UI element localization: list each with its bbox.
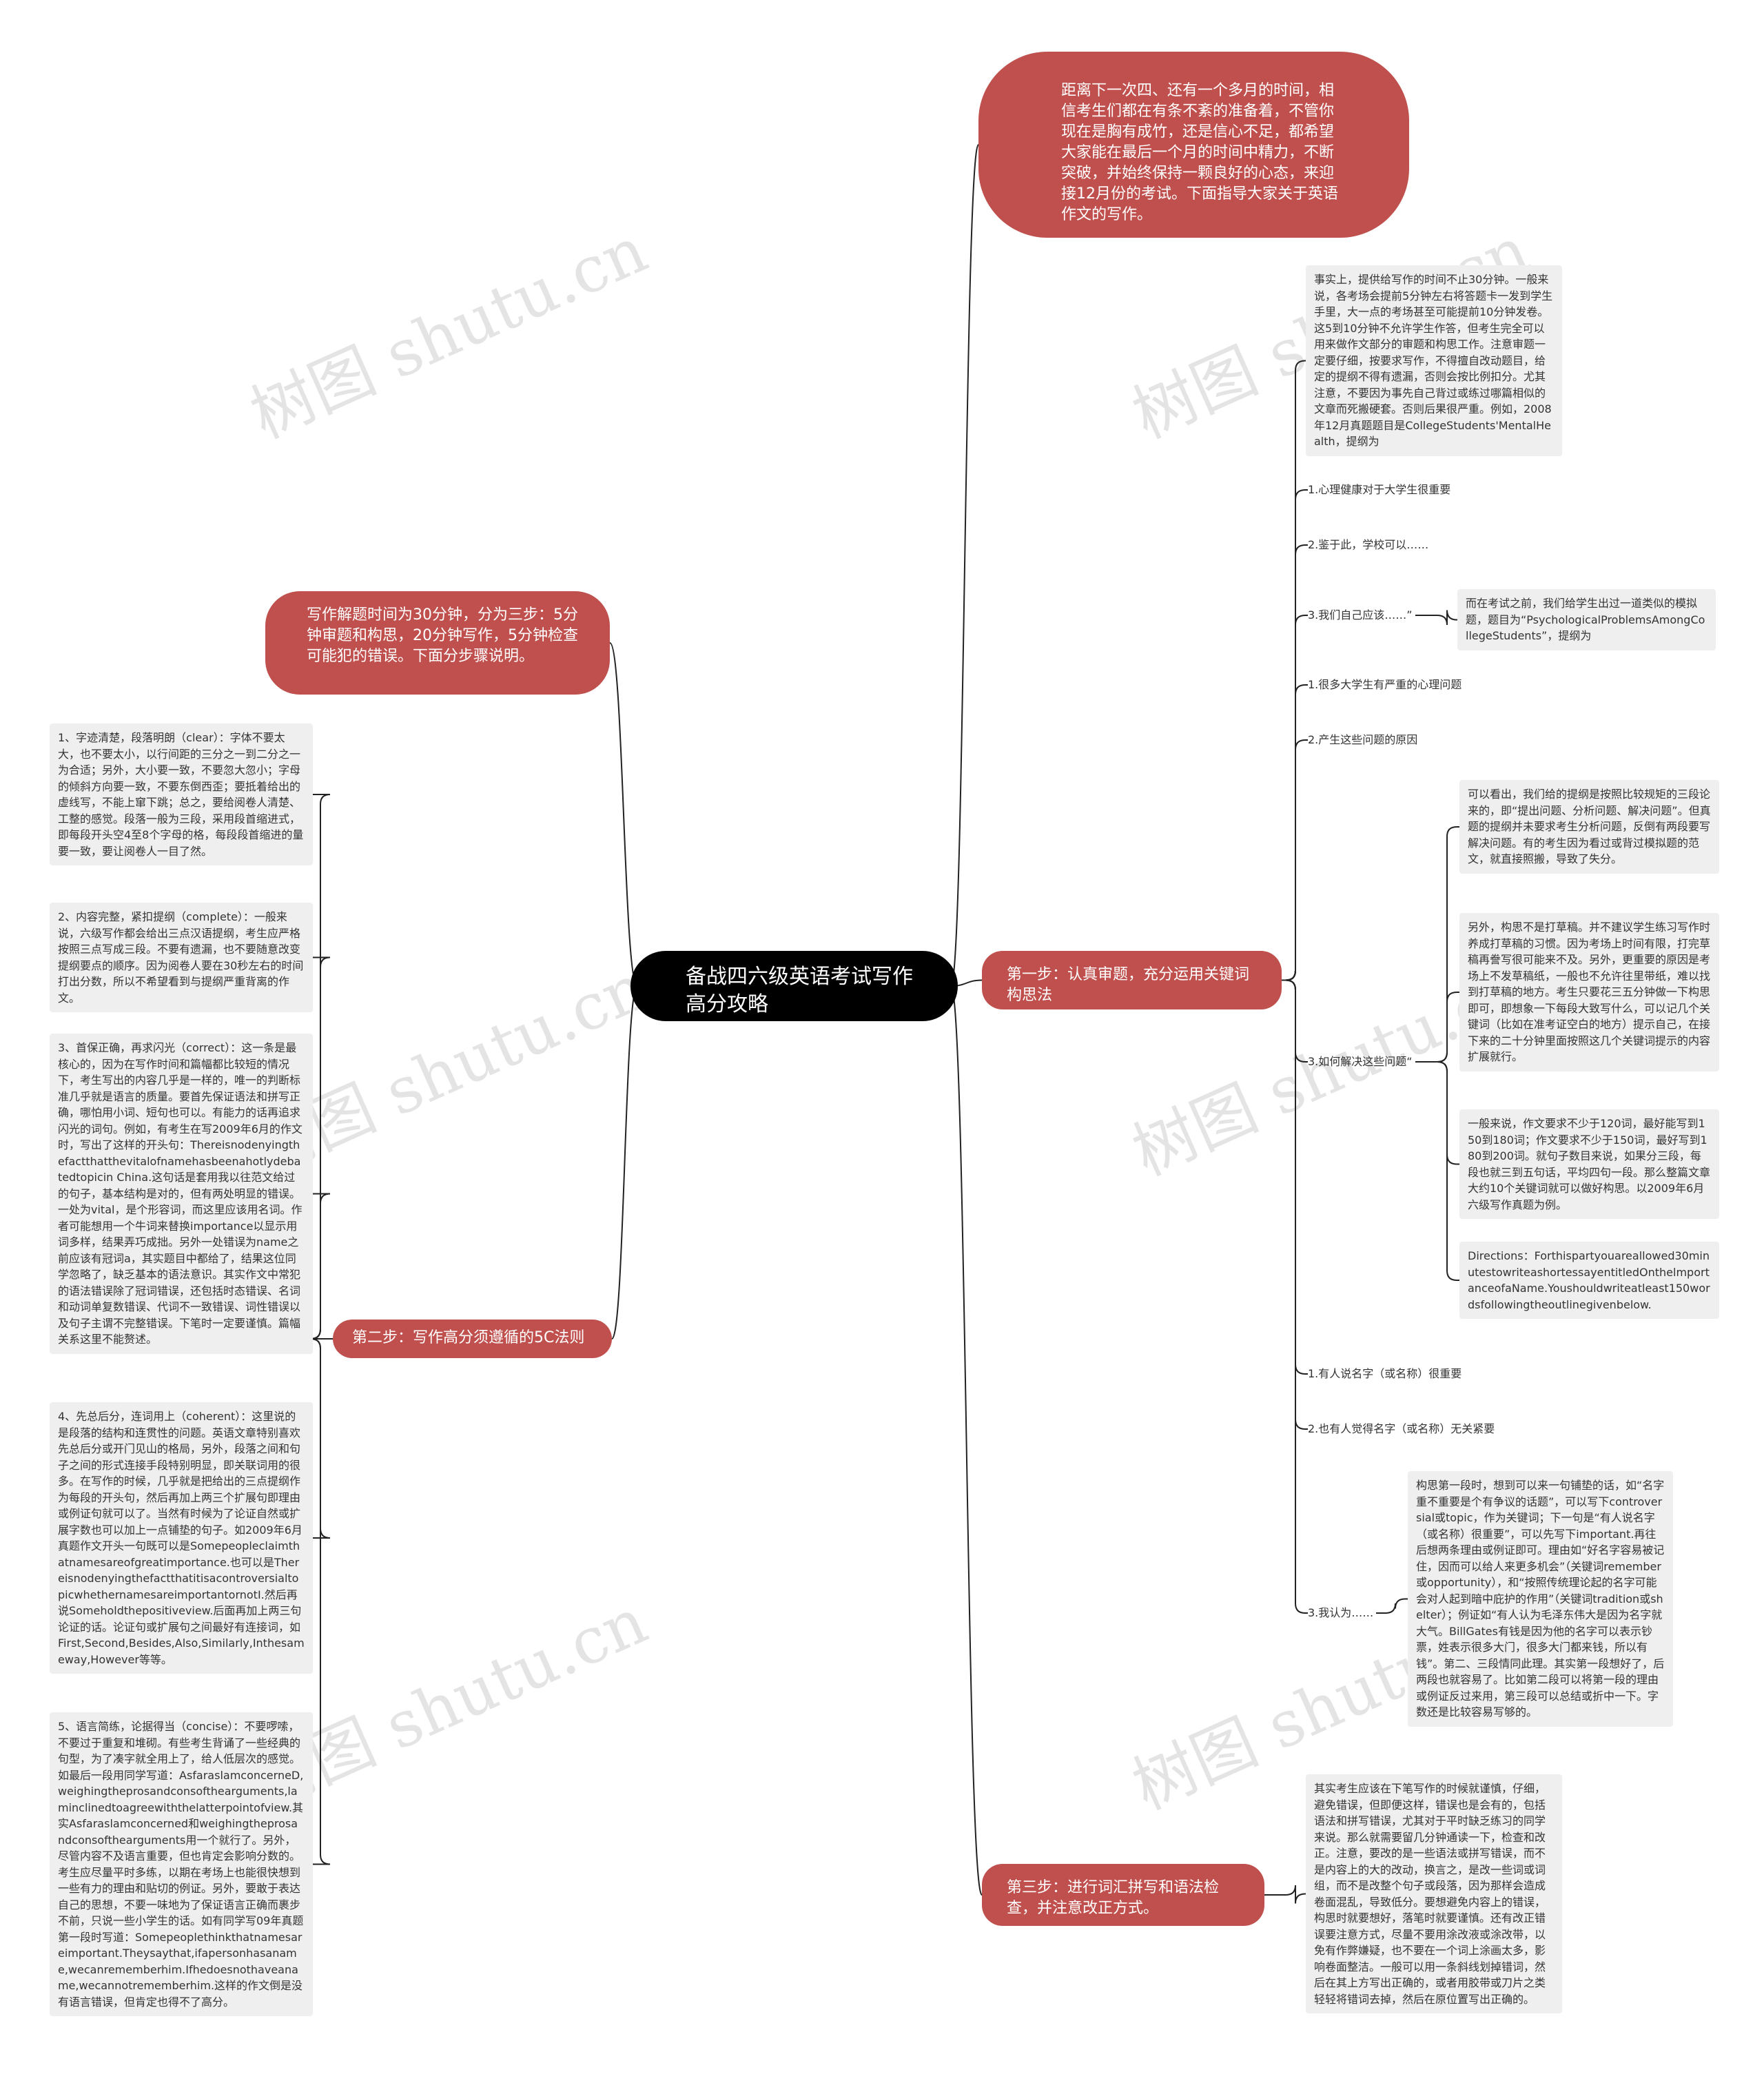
overview-node[interactable]: 写作解题时间为30分钟，分为三步：5分钟审题和构思，20分钟写作，5分钟检查可能… (265, 591, 610, 695)
note-no-draft: 另外，构思不是打草稿。并不建议学生练习写作时养成打草稿的习惯。因为考场上时间有限… (1459, 913, 1719, 1071)
root-topic-label: 备战四六级英语考试写作高分攻略 (686, 965, 913, 1016)
note-proofreading: 其实考生应该在下笔写作的时候就谨慎，仔细，避免错误，但即便这样，错误也是会有的，… (1306, 1774, 1562, 2013)
note-text: 4、先总后分，连词用上（coherent）：这里说的是段落的结构和连贯性的问题。… (58, 1410, 305, 1666)
note-word-count: 一般来说，作文要求不少于120词，最好能写到150到180词；作文要求不少于15… (1459, 1109, 1719, 1219)
outline-item: 1.有人说名字（或名称）很重要 (1308, 1366, 1462, 1382)
outline-item: 2.产生这些问题的原因 (1308, 732, 1417, 748)
note-text: 其实考生应该在下笔写作的时候就谨慎，仔细，避免错误，但即便这样，错误也是会有的，… (1314, 1782, 1546, 2006)
outline-item: 1.很多大学生有严重的心理问题 (1308, 677, 1462, 692)
rule-concise: 5、语言简练，论据得当（concise）：不要啰嗦，不要过于重复和堆砌。有些考生… (50, 1712, 313, 2016)
step2-label: 第二步：写作高分须遵循的5C法则 (352, 1329, 585, 1346)
step3-label: 第三步：进行词汇拼写和语法检查，并注意改正方式。 (1007, 1879, 1220, 1917)
step1-node[interactable]: 第一步：认真审题，充分运用关键词构思法 (982, 951, 1282, 1009)
root-topic[interactable]: 备战四六级英语考试写作高分攻略 (630, 951, 958, 1021)
connector-leaf6-na (1415, 826, 1459, 1063)
connector-root-overview (609, 642, 638, 987)
note-text: 事实上，提供给写作的时间不止30分钟。一般来说，各考场会提前5分钟左右将答题卡一… (1314, 273, 1553, 448)
note-text: 构思第一段时，想到可以来一句铺垫的话，如“名字重不重要是个有争议的话题”，可以写… (1416, 1479, 1665, 1718)
note-text: Directions：Forthispartyouareallowed30min… (1468, 1249, 1710, 1311)
note-essay-structure: 构思第一段时，想到可以来一句铺垫的话，如“名字重不重要是个有争议的话题”，可以写… (1408, 1471, 1673, 1727)
leaf-text: 3.我们自己应该……” (1308, 608, 1413, 622)
connector-leaf6-nc (1415, 1061, 1459, 1165)
connector-root-intro (950, 144, 979, 987)
connector-step2-c2 (310, 956, 333, 1340)
note-text: 2、内容完整，紧扣提纲（complete）：一般来说，六级写作都会给出三点汉语提… (58, 910, 304, 1005)
rule-coherent: 4、先总后分，连词用上（coherent）：这里说的是段落的结构和连贯性的问题。… (50, 1402, 313, 1674)
connector-leaf6-nd (1415, 1061, 1459, 1281)
note-text: 另外，构思不是打草稿。并不建议学生练习写作时养成打草稿的习惯。因为考场上时间有限… (1468, 921, 1711, 1063)
connector-step1-l9 (1282, 979, 1308, 1614)
outline-item: 2.鉴于此，学校可以…… (1308, 537, 1428, 553)
connector-step3-note (1264, 1885, 1306, 1904)
rule-correct: 3、首保正确，再求闪光（correct）：这一条是最核心的，因为在写作时间和篇幅… (50, 1034, 313, 1354)
leaf-text: 1.有人说名字（或名称）很重要 (1308, 1367, 1462, 1380)
note-outline-analysis: 可以看出，我们给的提纲是按照比较规矩的三段论来的，即“提出问题、分析问题、解决问… (1459, 780, 1719, 874)
note-text: 一般来说，作文要求不少于120词，最好能写到150到180词；作文要求不少于15… (1468, 1117, 1711, 1211)
outline-item: 1.心理健康对于大学生很重要 (1308, 482, 1450, 497)
connector-leaf3-note (1415, 610, 1457, 626)
overview-text: 写作解题时间为30分钟，分为三步：5分钟审题和构思，20分钟写作，5分钟检查可能… (307, 606, 578, 665)
connector-root-s3 (950, 985, 983, 1896)
step1-label: 第一步：认真审题，充分运用关键词构思法 (1007, 966, 1250, 1004)
connector-step2-c4 (310, 1338, 333, 1539)
leaf-text: 2.也有人觉得名字（或名称）无关紧要 (1308, 1422, 1495, 1435)
connector-step2-c3 (310, 1193, 333, 1340)
connector-step2-c1 (310, 794, 333, 1340)
outline-item: 3.如何解决这些问题“ (1308, 1054, 1413, 1069)
connector-step2-c5 (310, 1338, 333, 1865)
step2-node[interactable]: 第二步：写作高分须遵循的5C法则 (333, 1320, 612, 1358)
note-text: 可以看出，我们给的提纲是按照比较规矩的三段论来的，即“提出问题、分析问题、解决问… (1468, 788, 1711, 865)
connector-step1-n_time (1282, 360, 1306, 981)
rule-clear: 1、字迹清楚，段落明朗（clear）：字体不要太大，也不要太小，以行间距的三分之… (50, 724, 313, 865)
leaf-text: 2.鉴于此，学校可以…… (1308, 538, 1429, 551)
note-similar-topic: 而在考试之前，我们给学生出过一道类似的模拟题，题目为“Psychological… (1457, 589, 1716, 650)
note-text: 1、字迹清楚，段落明朗（clear）：字体不要太大，也不要太小，以行间距的三分之… (58, 731, 304, 858)
intro-node[interactable]: 距离下一次四、还有一个多月的时间，相信考生们都在有条不紊的准备着，不管你现在是胸… (978, 52, 1409, 238)
outline-item: 3.我们自己应该……” (1308, 608, 1413, 623)
outline-item: 3.我认为…… (1308, 1605, 1373, 1621)
connector-step1-l5 (1282, 739, 1308, 981)
connector-root-s2 (611, 985, 638, 1340)
note-text: 而在考试之前，我们给学生出过一道类似的模拟题，题目为“Psychological… (1466, 597, 1705, 642)
note-directions: Directions：Forthispartyouareallowed30min… (1459, 1242, 1719, 1319)
leaf-text: 1.心理健康对于大学生很重要 (1308, 483, 1451, 496)
rule-complete: 2、内容完整，紧扣提纲（complete）：一般来说，六级写作都会给出三点汉语提… (50, 903, 313, 1012)
step3-node[interactable]: 第三步：进行词汇拼写和语法检查，并注意改正方式。 (982, 1864, 1264, 1926)
leaf-text: 3.我认为…… (1308, 1606, 1374, 1619)
intro-text: 距离下一次四、还有一个多月的时间，相信考生们都在有条不紊的准备着，不管你现在是胸… (1061, 82, 1338, 223)
connector-leaf9-note (1376, 1598, 1408, 1614)
leaf-text: 2.产生这些问题的原因 (1308, 733, 1418, 746)
note-text: 5、语言简练，论据得当（concise）：不要啰嗦，不要过于重复和堆砌。有些考生… (58, 1720, 304, 2009)
note-text: 3、首保正确，再求闪光（correct）：这一条是最核心的，因为在写作时间和篇幅… (58, 1041, 302, 1346)
leaf-text: 1.很多大学生有严重的心理问题 (1308, 678, 1462, 691)
outline-item: 2.也有人觉得名字（或名称）无关紧要 (1308, 1422, 1495, 1437)
connector-leaf6-nb (1415, 992, 1459, 1063)
note-time-allowance: 事实上，提供给写作的时间不止30分钟。一般来说，各考场会提前5分钟左右将答题卡一… (1306, 265, 1562, 456)
leaf-text: 3.如何解决这些问题“ (1308, 1055, 1413, 1068)
